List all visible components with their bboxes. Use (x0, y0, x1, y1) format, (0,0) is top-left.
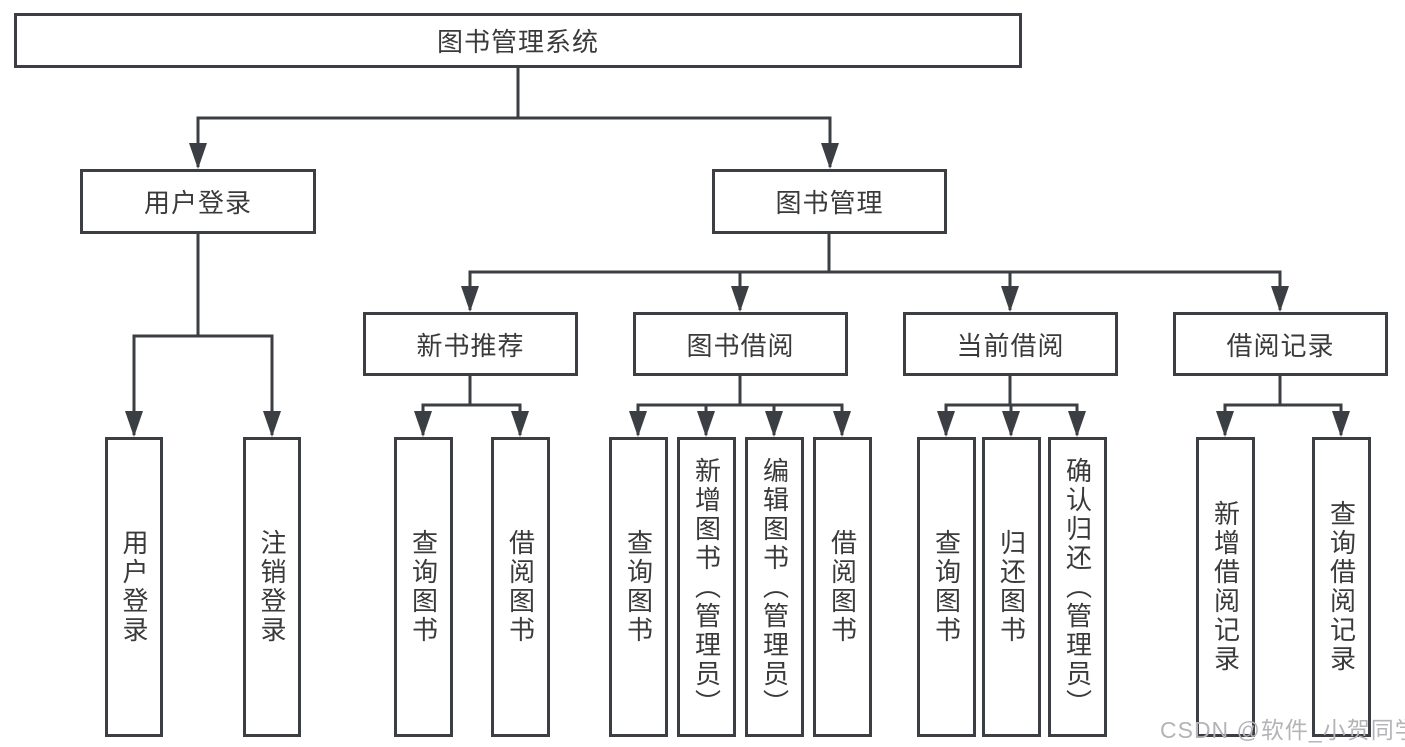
edge-book-mgmt-to-level3 (468, 234, 1282, 310)
arrow-down-icon (1002, 411, 1020, 437)
node-leaf-bb-add-book-admin: 新增图书（管理员） (677, 437, 736, 737)
arrow-down-icon (1332, 411, 1350, 437)
node-leaf-bb-query-book: 查询图书 (609, 437, 668, 737)
edge-user-login-children (132, 234, 274, 435)
arrow-down-icon (697, 411, 715, 437)
node-leaf-nb-query-book: 查询图书 (394, 437, 453, 737)
node-new-book-recommend: 新书推荐 (363, 312, 578, 376)
node-borrow-record: 借阅记录 (1173, 312, 1388, 376)
node-leaf-cb-return-book: 归还图书 (982, 437, 1041, 737)
arrow-down-icon (125, 411, 143, 437)
edge-borrow-record-children (1223, 376, 1343, 435)
arrow-down-icon (821, 143, 839, 169)
arrow-down-icon (833, 411, 851, 437)
arrow-down-icon (1216, 411, 1234, 437)
node-book-borrow: 图书借阅 (633, 312, 848, 376)
edge-current-borrow-children (944, 376, 1079, 435)
arrow-down-icon (414, 411, 432, 437)
node-root: 图书管理系统 (14, 13, 1022, 68)
node-leaf-br-query-record: 查询借阅记录 (1312, 437, 1371, 737)
edge-book-borrow-children (636, 376, 844, 435)
arrow-down-icon (731, 286, 749, 312)
arrow-down-icon (629, 411, 647, 437)
arrow-down-icon (1001, 286, 1019, 312)
node-book-management: 图书管理 (712, 169, 947, 234)
node-leaf-bb-borrow-book: 借阅图书 (813, 437, 872, 737)
arrow-down-icon (263, 411, 281, 437)
node-leaf-br-add-record: 新增借阅记录 (1196, 437, 1255, 737)
node-leaf-logout: 注销登录 (243, 437, 301, 737)
connector-lines (132, 68, 1343, 435)
node-leaf-cb-confirm-return-admin: 确认归还（管理员） (1048, 437, 1107, 737)
arrow-down-icon (937, 411, 955, 437)
edge-new-book-rec-children (421, 376, 522, 435)
node-leaf-user-login: 用户登录 (105, 437, 163, 737)
node-user-login: 用户登录 (80, 169, 316, 234)
arrow-down-icon (189, 143, 207, 169)
arrow-down-icon (461, 286, 479, 312)
arrow-down-icon (765, 411, 783, 437)
arrow-down-icon (511, 411, 529, 437)
node-leaf-nb-borrow-book: 借阅图书 (491, 437, 550, 737)
watermark: CSDN @软件_小贺同学 (1160, 717, 1405, 743)
node-current-borrow: 当前借阅 (903, 312, 1118, 376)
edge-root-to-level2 (196, 68, 832, 167)
arrow-down-icon (1068, 411, 1086, 437)
node-leaf-bb-edit-book-admin: 编辑图书（管理员） (745, 437, 804, 737)
node-leaf-cb-query-book: 查询图书 (917, 437, 976, 737)
arrow-down-icon (1271, 286, 1289, 312)
